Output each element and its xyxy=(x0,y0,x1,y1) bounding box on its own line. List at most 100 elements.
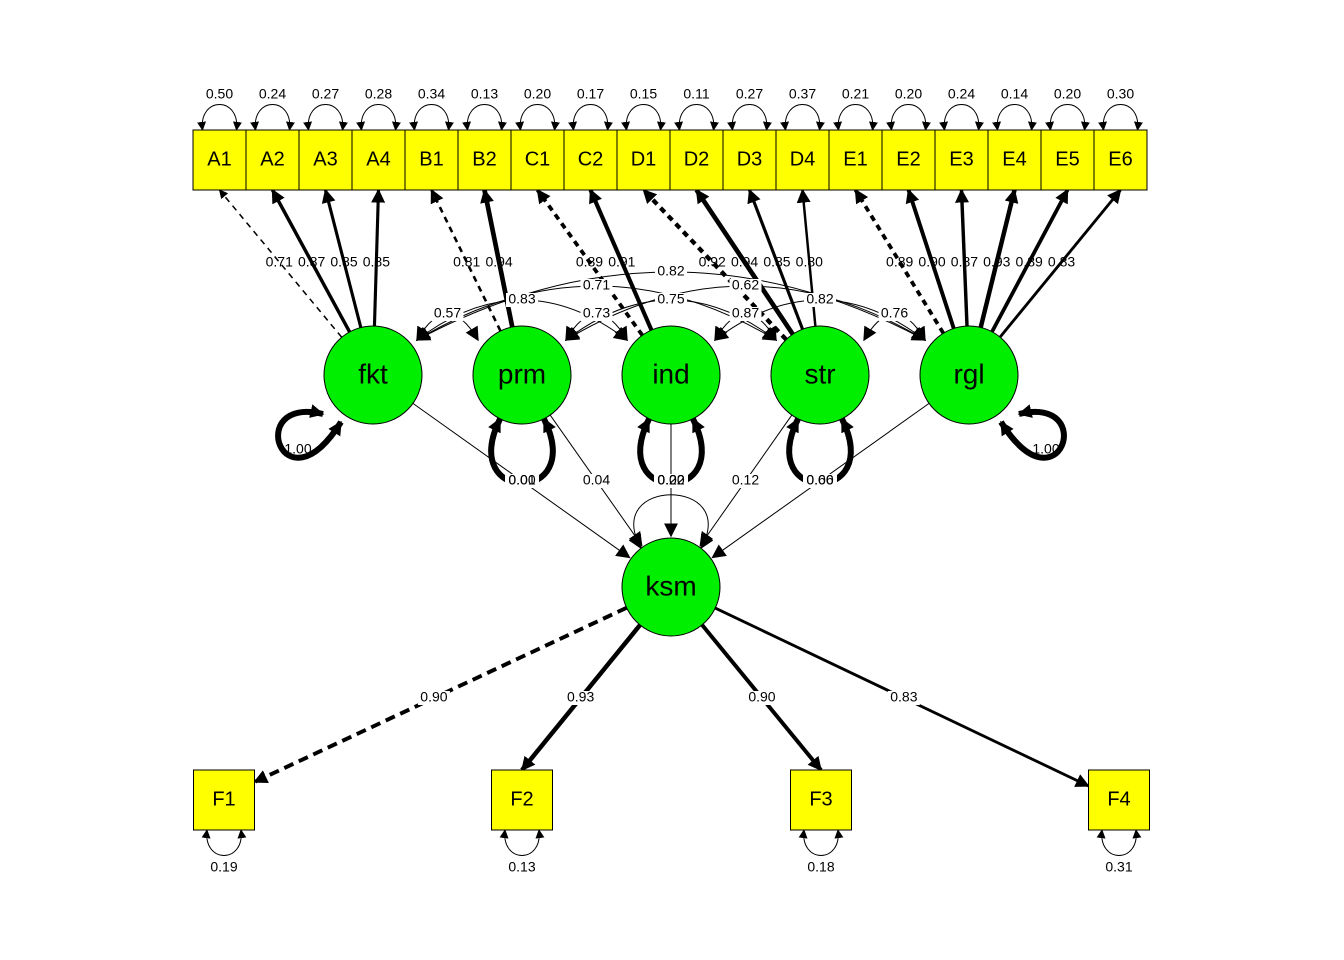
residual-loop-D3 xyxy=(727,104,772,131)
residual-loop-C1 xyxy=(515,104,560,131)
latent-circle-ind xyxy=(621,325,721,425)
observed-label-C1: C1 xyxy=(525,148,551,170)
variance-label-ksm: 0.22 xyxy=(657,472,684,488)
residual-label-A2: 0.24 xyxy=(259,86,286,102)
label-background xyxy=(729,279,762,293)
regression-label-prm: 0.04 xyxy=(583,472,610,488)
label-background xyxy=(417,691,450,705)
variance-loop-fkt xyxy=(275,404,344,461)
loading-label-B1: 0.81 xyxy=(453,254,480,270)
label-background xyxy=(580,279,613,293)
residual-loop-E6 xyxy=(1098,104,1143,131)
residual-loop-F1 xyxy=(201,829,247,856)
latent-circle-str xyxy=(770,325,870,425)
loading-arrow-rgl-E4 xyxy=(978,188,1019,328)
residual-loop-E2 xyxy=(886,104,931,131)
observed-label-D1: D1 xyxy=(631,148,657,170)
loading-label-E1: 0.89 xyxy=(886,254,913,270)
covariance-label-fkt-str: 0.71 xyxy=(583,277,610,293)
label-background xyxy=(506,293,538,307)
residual-label-B2: 0.13 xyxy=(471,86,498,102)
observed-box-F4 xyxy=(1088,769,1150,831)
residual-label-E1: 0.21 xyxy=(842,86,869,102)
label-background xyxy=(654,474,688,488)
loading-label-D4: 0.80 xyxy=(796,254,823,270)
observed-box-A4 xyxy=(351,129,406,191)
observed-box-D3 xyxy=(722,129,777,191)
observed-box-E4 xyxy=(987,129,1042,191)
observed-label-D2: D2 xyxy=(684,148,710,170)
covariance-label-prm-ind: 0.73 xyxy=(583,305,610,321)
variance-label-rgl: 1.00 xyxy=(1032,441,1059,457)
residual-label-F1: 0.19 xyxy=(210,859,237,875)
residual-loop-E3 xyxy=(939,104,984,131)
observed-label-E5: E5 xyxy=(1055,148,1079,170)
observed-label-F3: F3 xyxy=(809,788,832,810)
residual-label-F4: 0.31 xyxy=(1105,859,1132,875)
covariance-label-prm-str: 0.75 xyxy=(657,291,684,307)
observed-label-D3: D3 xyxy=(737,148,763,170)
loading-label-A4: 0.85 xyxy=(363,254,390,270)
residual-label-C2: 0.17 xyxy=(577,86,604,102)
residual-loop-E5 xyxy=(1045,104,1090,131)
variance-loop-rgl xyxy=(998,404,1067,461)
regression-label-str: 0.12 xyxy=(732,472,759,488)
latent-label-prm: prm xyxy=(498,358,546,389)
residual-loop-E1 xyxy=(833,104,878,131)
residual-label-C1: 0.20 xyxy=(524,86,551,102)
residual-label-E2: 0.20 xyxy=(895,86,922,102)
latent-circle-ksm xyxy=(621,537,721,637)
observed-box-E5 xyxy=(1040,129,1095,191)
loading-label-A1: 0.71 xyxy=(266,254,293,270)
residual-label-D1: 0.15 xyxy=(630,86,657,102)
observed-label-B1: B1 xyxy=(419,148,443,170)
loading-label-D3: 0.85 xyxy=(763,254,790,270)
observed-label-A3: A3 xyxy=(313,148,337,170)
label-background xyxy=(745,691,778,705)
residual-loop-B1 xyxy=(409,104,454,131)
residual-label-E4: 0.14 xyxy=(1001,86,1028,102)
observed-box-F3 xyxy=(790,769,852,831)
residual-label-E3: 0.24 xyxy=(948,86,975,102)
observed-box-E6 xyxy=(1093,129,1148,191)
residual-label-D2: 0.11 xyxy=(683,86,709,102)
observed-box-D4 xyxy=(775,129,830,191)
covariance-label-prm-rgl: 0.62 xyxy=(732,277,759,293)
observed-box-E3 xyxy=(934,129,989,191)
label-background xyxy=(804,293,836,307)
residual-label-F3: 0.18 xyxy=(807,859,834,875)
latent-circle-rgl xyxy=(919,325,1019,425)
observed-box-B2 xyxy=(457,129,512,191)
outcome-loading-label-F1: 0.90 xyxy=(420,689,447,705)
observed-box-D2 xyxy=(669,129,724,191)
outcome-loading-label-F2: 0.93 xyxy=(567,689,594,705)
residual-loop-C2 xyxy=(568,104,613,131)
variance-label-prm: 0.00 xyxy=(508,472,535,488)
residual-label-D4: 0.37 xyxy=(789,86,816,102)
variance-label-str: 0.00 xyxy=(806,472,833,488)
loading-label-C2: 0.91 xyxy=(608,254,635,270)
loading-arrow-prm-B1 xyxy=(430,188,502,332)
regression-label-fkt: 0.01 xyxy=(508,472,535,488)
loading-arrow-rgl-E5 xyxy=(990,188,1070,333)
loading-arrow-fkt-A1 xyxy=(218,189,343,338)
regression-label-rgl: 0.66 xyxy=(806,472,833,488)
observed-box-B1 xyxy=(404,129,459,191)
regression-label-ind: 0.22 xyxy=(657,472,684,488)
outcome-loading-arrow-F1 xyxy=(253,605,628,784)
observed-label-A1: A1 xyxy=(207,148,231,170)
loading-label-A3: 0.85 xyxy=(330,254,357,270)
observed-box-A3 xyxy=(298,129,353,191)
residual-loop-A1 xyxy=(197,104,242,131)
residual-loop-B2 xyxy=(462,104,507,131)
loading-arrow-str-D3 xyxy=(747,188,805,330)
loading-arrow-str-D2 xyxy=(694,188,795,336)
observed-label-E1: E1 xyxy=(843,148,867,170)
residual-loop-E4 xyxy=(992,104,1037,131)
observed-box-A2 xyxy=(245,129,300,191)
label-background xyxy=(728,474,763,488)
loading-arrow-fkt-A3 xyxy=(321,188,363,328)
residual-label-D3: 0.27 xyxy=(736,86,763,102)
